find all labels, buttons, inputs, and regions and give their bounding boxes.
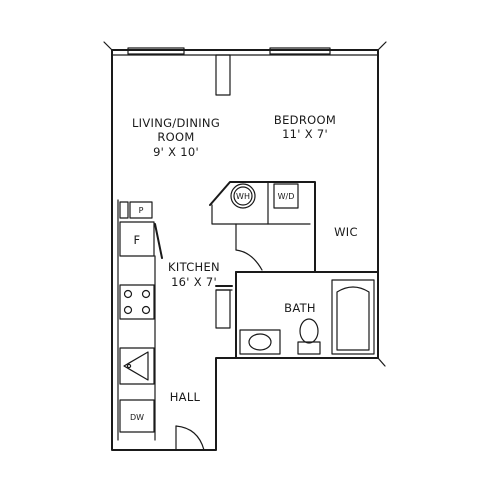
washer-dryer-icon: W/D <box>273 183 299 209</box>
column <box>215 54 231 96</box>
living-room-label: LIVING/DINING <box>132 116 220 130</box>
kitchen-counter: P F DW <box>117 199 163 441</box>
bedroom-label: BEDROOM <box>274 113 336 127</box>
stove-icon <box>119 284 155 320</box>
dishwasher-label: DW <box>130 413 144 422</box>
hall-label: HALL <box>170 390 201 404</box>
windows <box>127 47 331 55</box>
wic-label: WIC <box>334 225 358 239</box>
exterior-walls <box>103 41 387 451</box>
washer-dryer-label: W/D <box>278 192 295 201</box>
water-heater-label: WH <box>236 192 250 201</box>
entry-door-icon <box>175 425 205 451</box>
kitchen-cabinet-small <box>215 289 231 329</box>
sink-icon <box>119 347 155 385</box>
water-heater-icon: WH <box>230 183 256 209</box>
bath-label: BATH <box>284 301 316 315</box>
kitchen-label: KITCHEN <box>168 260 220 274</box>
fridge-label: F <box>134 233 141 247</box>
bathroom-sink-icon <box>239 329 281 355</box>
toilet-icon <box>297 318 321 355</box>
bedroom-size: 11' X 7' <box>282 127 328 141</box>
living-room-size: 9' X 10' <box>153 145 199 159</box>
room-labels: LIVING/DINING ROOM 9' X 10' BEDROOM 11' … <box>132 113 358 404</box>
bathtub-icon <box>331 279 375 355</box>
living-room-label-line2: ROOM <box>157 130 194 144</box>
kitchen-size: 16' X 7' <box>171 275 217 289</box>
pantry-label: P <box>139 206 144 215</box>
